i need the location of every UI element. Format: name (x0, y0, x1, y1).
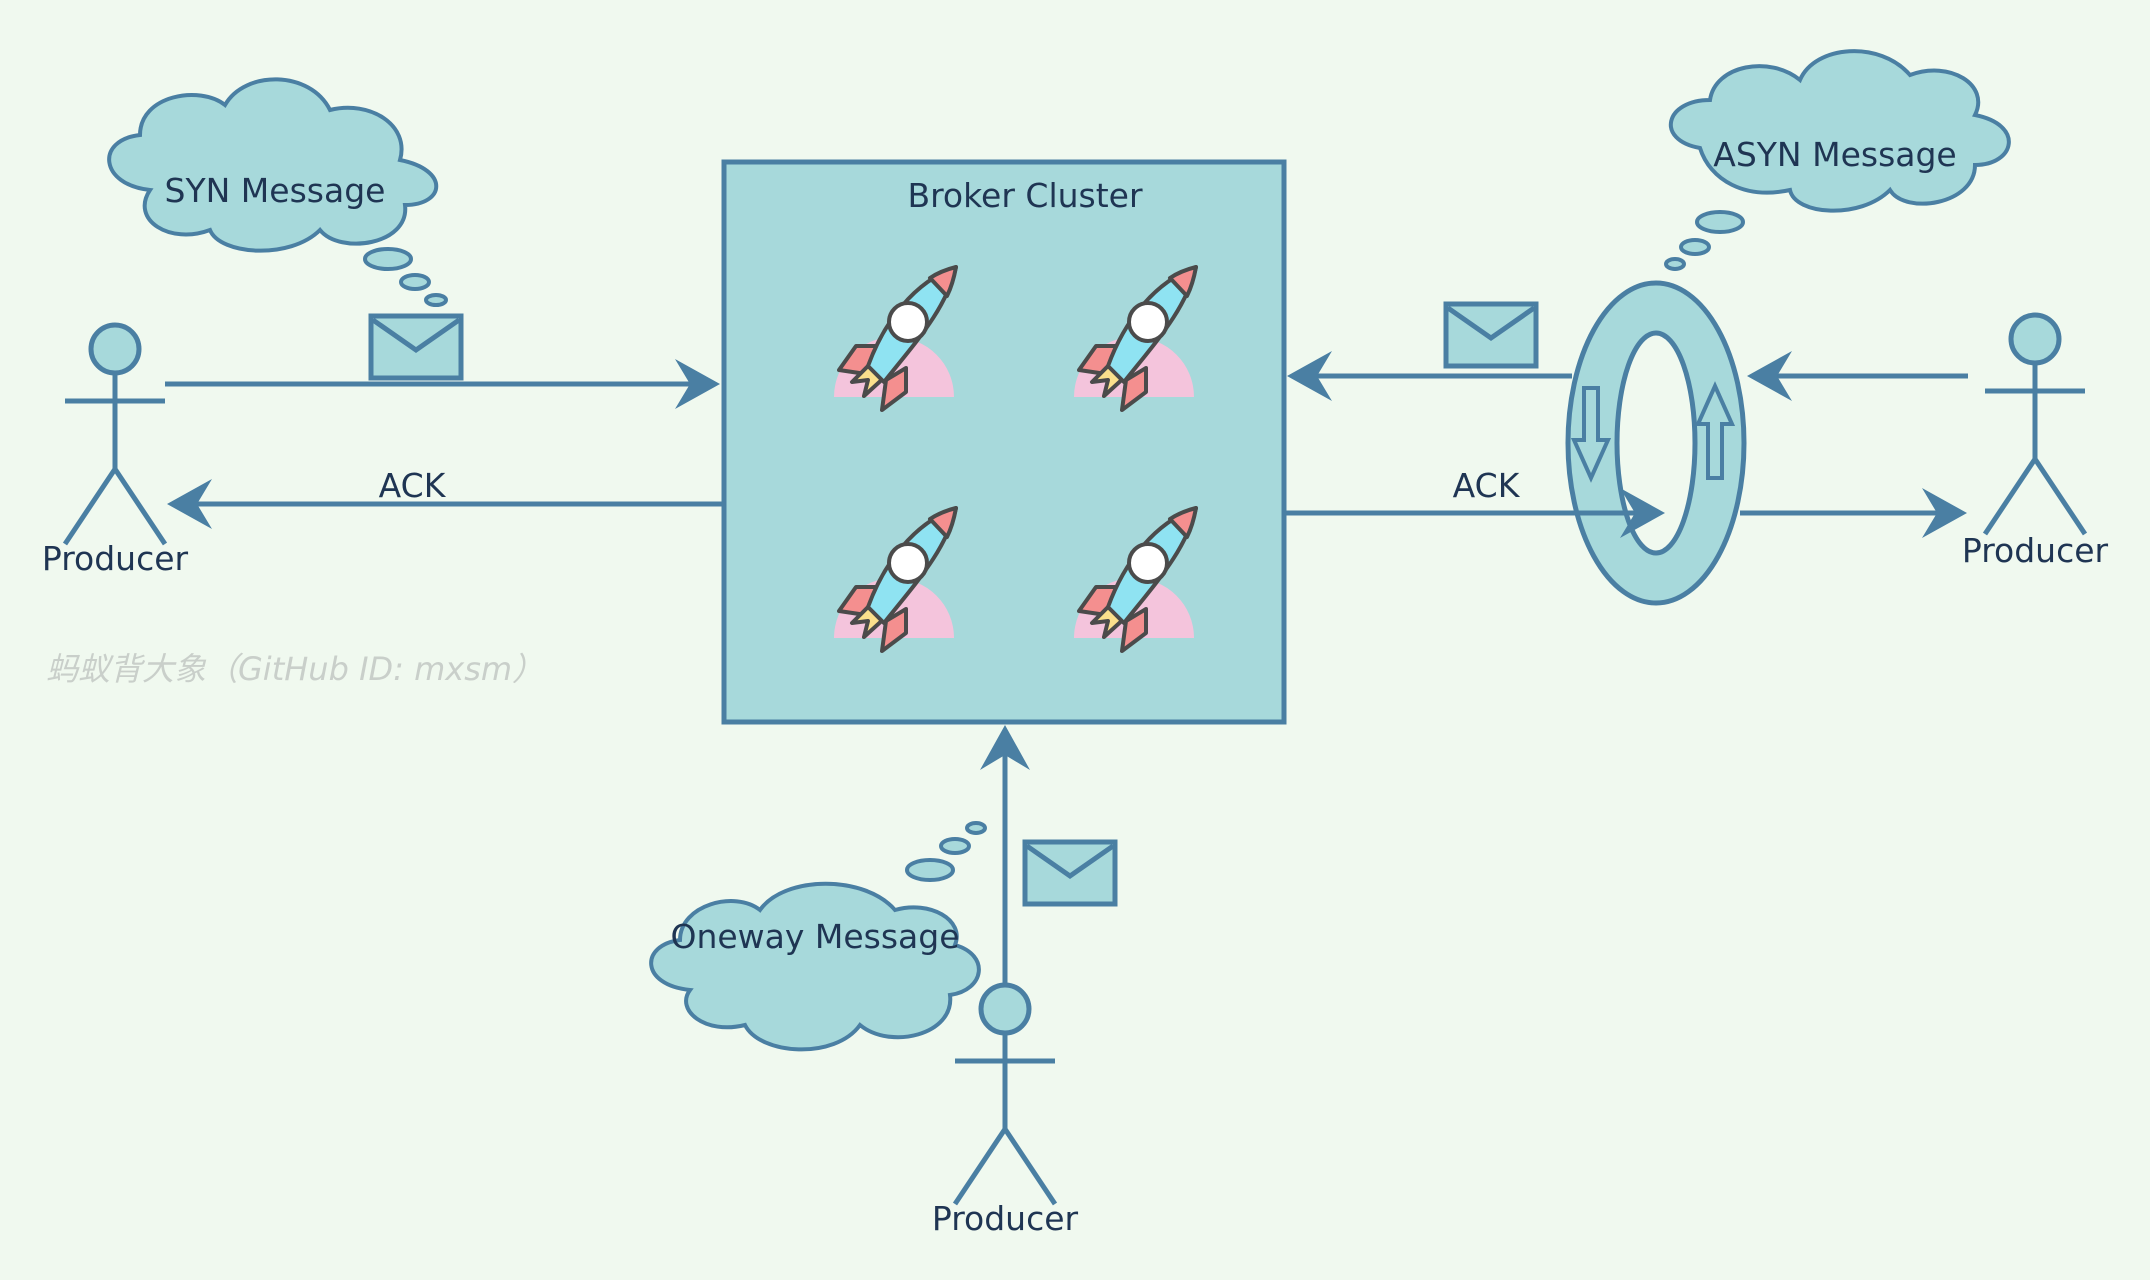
broker-cluster: Broker Cluster (721, 159, 1287, 725)
async-callback-ring (1565, 280, 1747, 606)
producer-right-label: Producer (1962, 531, 2109, 570)
arrow-up-icon (1694, 381, 1736, 480)
producer-bottom-label: Producer (932, 1199, 1079, 1238)
async-message-label: ASYN Message (1713, 135, 1957, 174)
producer-right-figure (1985, 315, 2085, 534)
sync-message-label: SYN Message (165, 171, 386, 210)
producer-left-figure (65, 325, 165, 544)
broker-title: Broker Cluster (907, 176, 1143, 215)
producer-bottom-figure (955, 985, 1055, 1204)
sync-message-cloud: SYN Message (107, 77, 448, 307)
oneway-message-cloud: Oneway Message (649, 821, 987, 1052)
watermark: 蚂蚁背大象（GitHub ID: mxsm） (46, 650, 544, 688)
ack-left-label: ACK (379, 466, 447, 505)
oneway-message-label: Oneway Message (670, 917, 959, 956)
arrow-down-icon (1570, 386, 1612, 483)
envelope-icon (1025, 842, 1115, 904)
ack-right-label: ACK (1453, 466, 1521, 505)
envelope-icon (371, 316, 461, 378)
envelope-icon (1446, 304, 1536, 366)
async-message-cloud: ASYN Message (1664, 49, 2011, 271)
producer-left-label: Producer (42, 539, 189, 578)
